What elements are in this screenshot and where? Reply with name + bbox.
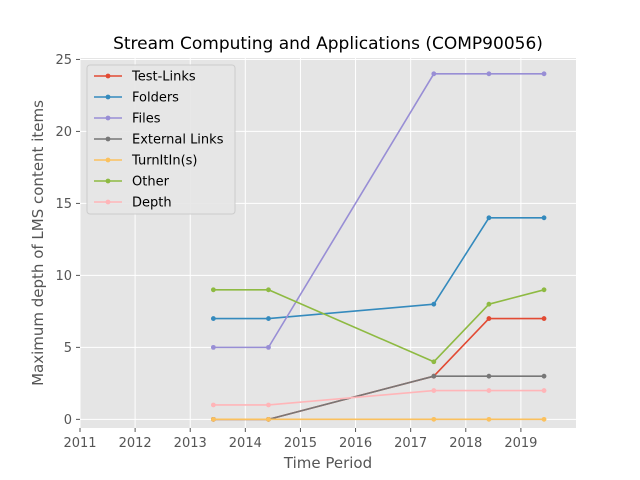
legend-swatch-marker [105, 136, 111, 142]
data-point-folders [541, 215, 547, 221]
legend-label: Test-Links [131, 70, 196, 85]
legend-item: Folders [94, 91, 179, 106]
data-point-depth [210, 402, 216, 408]
legend-label: Files [132, 112, 161, 127]
legend-swatch-marker [105, 94, 111, 100]
legend-swatch-marker [105, 178, 111, 184]
y-tick-label: 20 [55, 125, 72, 140]
legend-swatch-marker [105, 157, 111, 163]
data-point-external-links [541, 373, 547, 379]
y-axis-label: Maximum depth of LMS content items [29, 100, 47, 386]
data-point-test-links [486, 316, 492, 321]
legend-item: Files [94, 112, 161, 127]
legend-item: Test-Links [94, 70, 196, 85]
data-point-files [210, 344, 216, 350]
y-tick-label: 5 [64, 341, 72, 356]
data-point-test-links [541, 316, 547, 321]
x-tick-label: 2012 [119, 436, 152, 451]
y-tick-label: 0 [64, 413, 72, 428]
data-point-turnitin-s [431, 416, 437, 422]
data-point-turnitin-s [541, 416, 547, 422]
legend-label: External Links [132, 133, 224, 148]
data-point-folders [486, 215, 492, 221]
y-tick-label: 15 [55, 197, 72, 212]
legend-item: External Links [94, 133, 224, 148]
data-point-turnitin-s [486, 416, 492, 422]
x-axis-label: Time Period [283, 454, 372, 472]
y-tick-label: 10 [55, 269, 72, 284]
legend-box [86, 64, 236, 215]
chart-title: Stream Computing and Applications (COMP9… [113, 34, 543, 54]
data-point-other [210, 287, 216, 293]
legend-label: Depth [132, 196, 172, 211]
x-tick-label: 2018 [449, 436, 482, 451]
data-point-depth [431, 388, 437, 393]
data-point-files [266, 344, 271, 350]
x-tick-label: 2011 [63, 436, 96, 451]
series-depth [210, 388, 547, 408]
data-point-files [486, 71, 492, 77]
data-point-folders [266, 316, 271, 321]
data-point-files [541, 71, 547, 77]
data-point-external-links [486, 373, 492, 379]
legend-label: Folders [132, 91, 179, 106]
data-point-other [431, 359, 437, 365]
data-point-folders [431, 301, 437, 307]
x-tick-label: 2013 [174, 436, 207, 451]
legend-item: Other [94, 175, 170, 190]
series-files [210, 71, 547, 350]
data-point-depth [266, 402, 271, 408]
legend-swatch-marker [105, 199, 111, 205]
legend-swatch-marker [105, 115, 111, 121]
series-layer [210, 71, 547, 422]
legend-swatch-marker [105, 73, 111, 79]
x-tick-label: 2019 [504, 436, 537, 451]
data-point-other [486, 301, 492, 307]
series-folders [210, 215, 547, 321]
y-tick-label: 25 [55, 53, 72, 68]
legend-label: Other [132, 175, 170, 190]
series-turnitin-s [210, 416, 547, 422]
data-point-turnitin-s [210, 416, 216, 422]
data-point-depth [541, 388, 547, 393]
x-tick-label: 2014 [229, 436, 262, 451]
series-other [210, 287, 547, 365]
data-point-turnitin-s [266, 416, 271, 422]
x-tick-label: 2017 [394, 436, 427, 451]
data-point-folders [210, 316, 216, 321]
x-tick-label: 2015 [284, 436, 317, 451]
data-point-depth [486, 388, 492, 393]
legend-item: TurnItIn(s) [94, 154, 197, 169]
legend-item: Depth [94, 196, 172, 211]
x-tick-label: 2016 [339, 436, 372, 451]
data-point-other [266, 287, 271, 293]
data-point-external-links [431, 373, 437, 379]
data-point-files [431, 71, 437, 77]
data-point-other [541, 287, 547, 293]
legend-label: TurnItIn(s) [131, 154, 197, 169]
